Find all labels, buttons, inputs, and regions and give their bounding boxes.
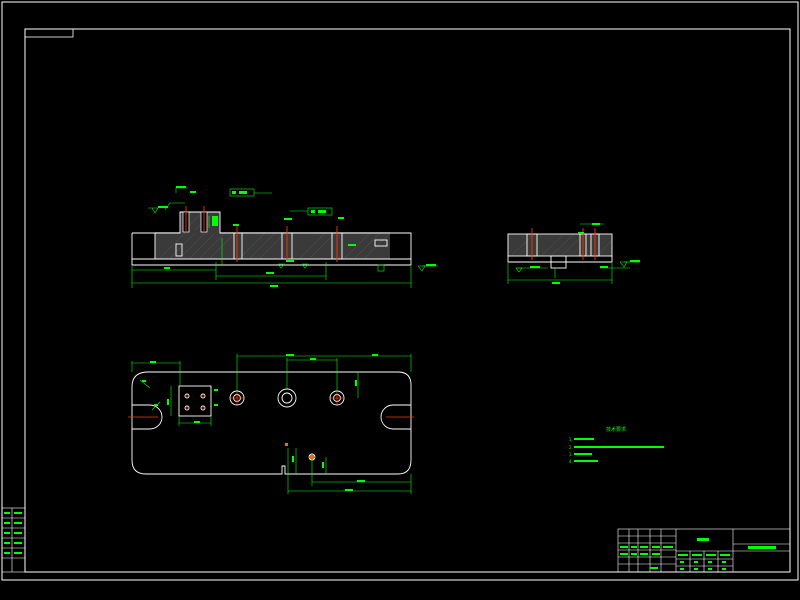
- title-block: [617, 528, 791, 573]
- front-view: [131, 186, 438, 288]
- tech-req-item-3: 3.: [569, 452, 573, 457]
- outer-border: [1, 1, 799, 581]
- front-view-centerlines: [185, 206, 338, 262]
- title-block-marks: [620, 538, 776, 570]
- tech-requirements: 技术要求 1. 2. 3. 4.: [569, 426, 664, 464]
- revision-strip: [1, 507, 26, 573]
- tech-req-item-2: 2.: [569, 445, 573, 450]
- tech-req-title: 技术要求: [606, 426, 626, 433]
- top-view-outline: [131, 371, 412, 475]
- side-view: [507, 223, 640, 284]
- tech-req-item-1: 1.: [569, 437, 573, 442]
- corner-tag: [24, 28, 74, 38]
- tech-req-item-4: 4.: [569, 459, 573, 464]
- inner-frame: [24, 28, 791, 573]
- top-view: [128, 354, 414, 494]
- revision-strip-marks: [4, 512, 22, 554]
